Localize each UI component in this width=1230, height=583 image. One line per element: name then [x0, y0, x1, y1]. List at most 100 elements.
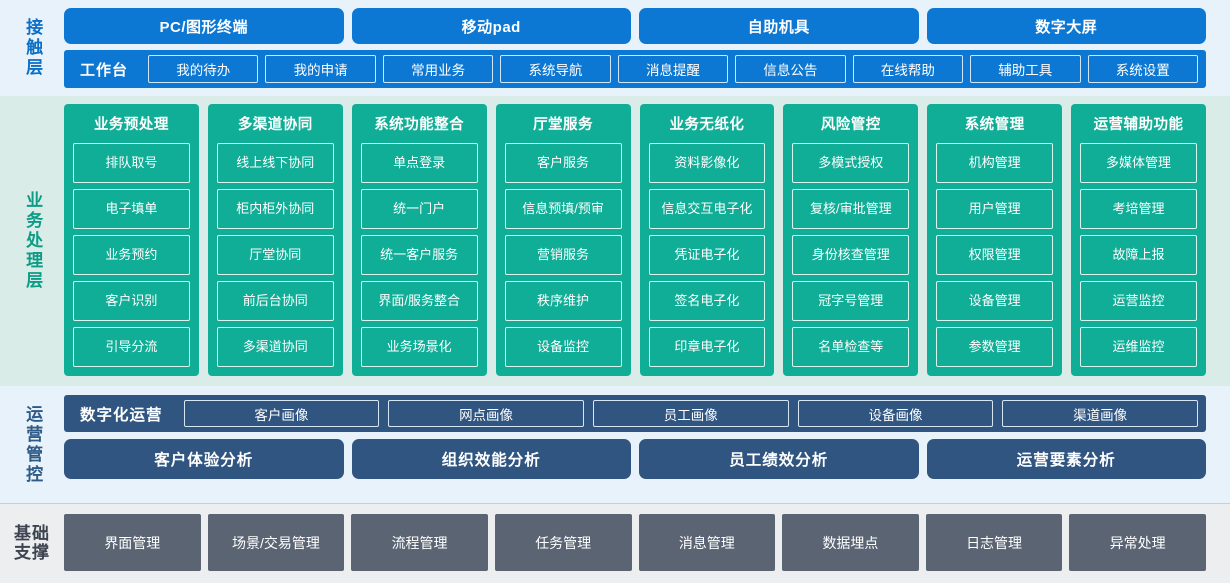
business-column-title: 业务预处理 — [93, 117, 169, 133]
business-column-hall-service: 厅堂服务 客户服务 信息预填/预审 营销服务 秩序维护 设备监控 — [495, 104, 631, 376]
layer-foundation-label: 基础 支撑 — [0, 504, 64, 583]
business-column-title: 厅堂服务 — [533, 117, 594, 133]
business-item[interactable]: 秩序维护 — [504, 281, 622, 321]
business-item[interactable]: 机构管理 — [936, 143, 1054, 183]
portrait-customer[interactable]: 客户画像 — [183, 400, 380, 427]
business-item[interactable]: 客户服务 — [504, 143, 622, 183]
workbench-item-online-help[interactable]: 在线帮助 — [852, 55, 964, 83]
business-item[interactable]: 信息预填/预审 — [504, 189, 622, 229]
digital-operations-title: 数字化运营 — [80, 406, 163, 424]
business-column-wrap: 业务预处理 排队取号 电子填单 业务预约 客户识别 引导分流 多渠道协同 线上线… — [64, 104, 1206, 376]
business-item[interactable]: 印章电子化 — [648, 327, 766, 367]
channel-row: PC/图形终端 移动pad 自助机具 数字大屏 — [64, 8, 1206, 44]
business-item[interactable]: 名单检查等 — [792, 327, 910, 367]
workbench-title: 工作台 — [80, 61, 129, 79]
workbench-bar: 工作台 我的待办 我的申请 常用业务 系统导航 消息提醒 信息公告 在线帮助 辅… — [64, 50, 1206, 88]
business-item[interactable]: 单点登录 — [360, 143, 478, 183]
business-item[interactable]: 多模式授权 — [792, 143, 910, 183]
business-item[interactable]: 界面/服务整合 — [360, 281, 478, 321]
business-column-multichannel: 多渠道协同 线上线下协同 柜内柜外协同 厅堂协同 前后台协同 多渠道协同 — [207, 104, 343, 376]
business-item[interactable]: 引导分流 — [73, 327, 190, 367]
business-item[interactable]: 复核/审批管理 — [792, 189, 910, 229]
portrait-channel[interactable]: 渠道画像 — [1002, 400, 1199, 427]
business-item[interactable]: 电子填单 — [73, 189, 190, 229]
digital-operations-bar: 数字化运营 客户画像 网点画像 员工画像 设备画像 渠道画像 — [64, 395, 1206, 432]
business-item[interactable]: 多媒体管理 — [1080, 143, 1197, 183]
business-item[interactable]: 设备监控 — [504, 327, 622, 367]
business-item[interactable]: 信息交互电子化 — [648, 189, 766, 229]
business-item[interactable]: 权限管理 — [936, 235, 1054, 275]
portrait-device[interactable]: 设备画像 — [797, 400, 994, 427]
business-item[interactable]: 资料影像化 — [648, 143, 766, 183]
business-item[interactable]: 业务场景化 — [360, 327, 478, 367]
business-item[interactable]: 前后台协同 — [216, 281, 334, 321]
business-item[interactable]: 柜内柜外协同 — [216, 189, 334, 229]
workbench-item-my-request[interactable]: 我的申请 — [265, 55, 376, 83]
business-item[interactable]: 冠字号管理 — [792, 281, 910, 321]
business-item[interactable]: 签名电子化 — [648, 281, 766, 321]
channel-card-digital-screen[interactable]: 数字大屏 — [926, 8, 1206, 44]
layer-contact-label: 接触层 — [0, 0, 64, 96]
business-item[interactable]: 统一客户服务 — [360, 235, 478, 275]
analysis-row: 客户体验分析 组织效能分析 员工绩效分析 运营要素分析 — [64, 439, 1206, 479]
business-item[interactable]: 参数管理 — [936, 327, 1054, 367]
foundation-item-scenario-transaction[interactable]: 场景/交易管理 — [207, 514, 345, 571]
portrait-branch[interactable]: 网点画像 — [388, 400, 584, 427]
foundation-item-ui-management[interactable]: 界面管理 — [64, 514, 201, 571]
business-item[interactable]: 身份核查管理 — [792, 235, 910, 275]
business-item[interactable]: 故障上报 — [1080, 235, 1197, 275]
business-item[interactable]: 业务预约 — [73, 235, 190, 275]
business-item[interactable]: 设备管理 — [936, 281, 1054, 321]
business-item[interactable]: 厅堂协同 — [216, 235, 334, 275]
layer-operations-label: 运营管控 — [0, 386, 64, 503]
layer-business: 业务处理层 业务预处理 排队取号 电子填单 业务预约 客户识别 引导分流 多渠道… — [0, 96, 1230, 386]
workbench-item-my-todo[interactable]: 我的待办 — [148, 55, 259, 83]
workbench-item-settings[interactable]: 系统设置 — [1087, 55, 1198, 83]
layer-foundation: 基础 支撑 界面管理 场景/交易管理 流程管理 任务管理 消息管理 数据埋点 日… — [0, 503, 1230, 583]
workbench-item-announcement[interactable]: 信息公告 — [735, 55, 846, 83]
business-item[interactable]: 用户管理 — [936, 189, 1054, 229]
analysis-employee-performance[interactable]: 员工绩效分析 — [639, 439, 919, 479]
layer-business-body: 业务预处理 排队取号 电子填单 业务预约 客户识别 引导分流 多渠道协同 线上线… — [64, 96, 1230, 386]
analysis-org-efficiency[interactable]: 组织效能分析 — [351, 439, 631, 479]
business-column-title: 风险管控 — [820, 117, 881, 133]
foundation-item-message-management[interactable]: 消息管理 — [638, 514, 776, 571]
foundation-item-data-tracking[interactable]: 数据埋点 — [782, 514, 919, 571]
portrait-employee[interactable]: 员工画像 — [592, 400, 789, 427]
layer-contact: 接触层 PC/图形终端 移动pad 自助机具 数字大屏 工作台 我的待办 我的申… — [0, 0, 1230, 96]
workbench-item-tools[interactable]: 辅助工具 — [970, 55, 1081, 83]
business-column-title: 业务无纸化 — [669, 117, 745, 133]
analysis-customer-experience[interactable]: 客户体验分析 — [64, 439, 344, 479]
workbench-item-common-biz[interactable]: 常用业务 — [382, 55, 494, 83]
foundation-item-process-management[interactable]: 流程管理 — [351, 514, 488, 571]
workbench-item-notification[interactable]: 消息提醒 — [617, 55, 729, 83]
business-item[interactable]: 运维监控 — [1080, 327, 1197, 367]
layer-operations: 运营管控 数字化运营 客户画像 网点画像 员工画像 设备画像 渠道画像 客户体验… — [0, 386, 1230, 503]
business-item[interactable]: 考培管理 — [1080, 189, 1197, 229]
business-item[interactable]: 多渠道协同 — [216, 327, 334, 367]
business-column-title: 运营辅助功能 — [1093, 117, 1184, 133]
workbench-item-system-nav[interactable]: 系统导航 — [500, 55, 611, 83]
business-column-title: 系统管理 — [964, 117, 1025, 133]
business-column-system-integration: 系统功能整合 单点登录 统一门户 统一客户服务 界面/服务整合 业务场景化 — [351, 104, 487, 376]
channel-card-self-service[interactable]: 自助机具 — [639, 8, 919, 44]
business-item[interactable]: 营销服务 — [504, 235, 622, 275]
analysis-operation-factors[interactable]: 运营要素分析 — [926, 439, 1206, 479]
business-item[interactable]: 客户识别 — [73, 281, 190, 321]
channel-card-mobile-pad[interactable]: 移动pad — [351, 8, 631, 44]
business-item[interactable]: 运营监控 — [1080, 281, 1197, 321]
foundation-item-task-management[interactable]: 任务管理 — [494, 514, 632, 571]
business-item[interactable]: 线上线下协同 — [216, 143, 334, 183]
layer-foundation-label-line1: 基础 — [14, 524, 50, 544]
layer-business-label-text: 业务处理层 — [23, 191, 43, 291]
layer-contact-body: PC/图形终端 移动pad 自助机具 数字大屏 工作台 我的待办 我的申请 常用… — [64, 0, 1230, 96]
business-column-paperless: 业务无纸化 资料影像化 信息交互电子化 凭证电子化 签名电子化 印章电子化 — [639, 104, 775, 376]
business-item[interactable]: 排队取号 — [73, 143, 190, 183]
business-item[interactable]: 凭证电子化 — [648, 235, 766, 275]
business-item[interactable]: 统一门户 — [360, 189, 478, 229]
business-column-title: 系统功能整合 — [374, 117, 465, 133]
channel-card-pc[interactable]: PC/图形终端 — [64, 8, 344, 44]
foundation-item-exception-handling[interactable]: 异常处理 — [1069, 514, 1206, 571]
foundation-item-log-management[interactable]: 日志管理 — [925, 514, 1063, 571]
